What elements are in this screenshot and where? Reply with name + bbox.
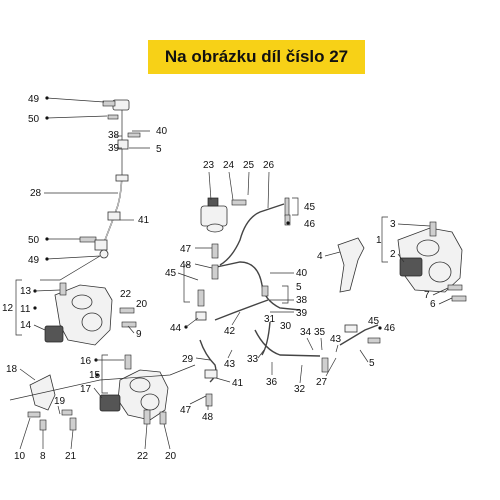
callout-49: 49	[28, 94, 40, 105]
callout-38: 38	[108, 130, 120, 141]
callout-34: 34	[300, 327, 312, 338]
callout-4: 4	[317, 251, 323, 262]
callout-29: 29	[182, 354, 194, 365]
callout-labels: 49 50 38 40 39 5 28 41 50 49 23 24 25 26…	[2, 94, 453, 462]
front-brake-hose-group	[79, 99, 141, 259]
callout-19: 19	[54, 396, 66, 407]
callout-25: 25	[243, 160, 255, 171]
callout-30: 30	[280, 321, 292, 332]
banner-text: Na obrázku díl číslo 27	[164, 47, 349, 66]
callout-22b: 22	[137, 451, 149, 462]
callout-23: 23	[203, 160, 215, 171]
callout-12: 12	[2, 303, 14, 314]
brake-pad-lower	[99, 394, 121, 412]
callout-35: 35	[314, 327, 326, 338]
callout-2: 2	[390, 249, 396, 260]
bracket-4	[337, 237, 365, 293]
callout-48: 48	[180, 260, 192, 271]
caliper-left-upper	[44, 282, 137, 346]
callout-26: 26	[263, 160, 275, 171]
callout-16: 16	[80, 356, 92, 367]
callout-5b: 5	[296, 282, 302, 293]
callout-45: 45	[304, 202, 316, 213]
callout-42: 42	[224, 326, 236, 337]
callout-40: 40	[156, 126, 168, 137]
callout-49b: 49	[28, 255, 40, 266]
caliper-right	[397, 221, 467, 302]
callout-15: 15	[89, 370, 101, 381]
callout-43a: 43	[330, 334, 342, 345]
brake-pad-right	[399, 257, 423, 277]
callout-43b: 43	[224, 359, 236, 370]
callout-6: 6	[430, 299, 436, 310]
callout-21: 21	[65, 451, 77, 462]
grouping-brackets	[9, 197, 388, 401]
callout-40b: 40	[296, 268, 308, 279]
banjo-fitting-top	[112, 99, 130, 111]
callout-11: 11	[20, 304, 31, 315]
brake-pad	[44, 325, 64, 343]
callout-5: 5	[156, 144, 162, 155]
callout-22a: 22	[120, 289, 132, 300]
callout-10: 10	[14, 451, 26, 462]
callout-46: 46	[304, 219, 316, 230]
callout-39b: 39	[296, 308, 308, 319]
callout-38b: 38	[296, 295, 308, 306]
callout-44: 44	[170, 323, 182, 334]
callout-31: 31	[264, 314, 276, 325]
callout-7: 7	[424, 290, 430, 301]
callout-50b: 50	[28, 235, 40, 246]
callout-9: 9	[136, 329, 142, 340]
callout-50: 50	[28, 114, 40, 125]
callout-5c: 5	[369, 358, 375, 369]
callout-18: 18	[6, 364, 18, 375]
callout-27: 27	[316, 377, 328, 388]
hose-clamp	[107, 211, 121, 221]
leader-lines-upper-left	[40, 97, 150, 281]
callout-45b: 45	[165, 268, 177, 279]
callout-28: 28	[30, 188, 42, 199]
callout-14: 14	[20, 320, 32, 331]
callout-48b: 48	[202, 412, 214, 423]
callout-17: 17	[80, 384, 92, 395]
hose-clip	[117, 139, 129, 150]
callout-47: 47	[180, 244, 192, 255]
callout-47b: 47	[180, 405, 192, 416]
callout-24: 24	[223, 160, 235, 171]
callout-1: 1	[376, 235, 382, 246]
callout-8: 8	[40, 451, 46, 462]
callout-3: 3	[390, 219, 396, 230]
callout-41: 41	[138, 215, 150, 226]
callout-36: 36	[266, 377, 278, 388]
callout-39: 39	[108, 143, 120, 154]
abs-unit	[200, 205, 228, 227]
callout-45c: 45	[368, 316, 380, 327]
callout-20b: 20	[165, 451, 177, 462]
callout-32: 32	[294, 384, 306, 395]
callout-33: 33	[247, 354, 259, 365]
callout-20a: 20	[136, 299, 148, 310]
title-banner: Na obrázku díl číslo 27	[148, 40, 365, 74]
callout-13: 13	[20, 286, 32, 297]
callout-41b: 41	[232, 378, 244, 389]
center-hose-assembly	[195, 197, 381, 407]
callout-46b: 46	[384, 323, 396, 334]
